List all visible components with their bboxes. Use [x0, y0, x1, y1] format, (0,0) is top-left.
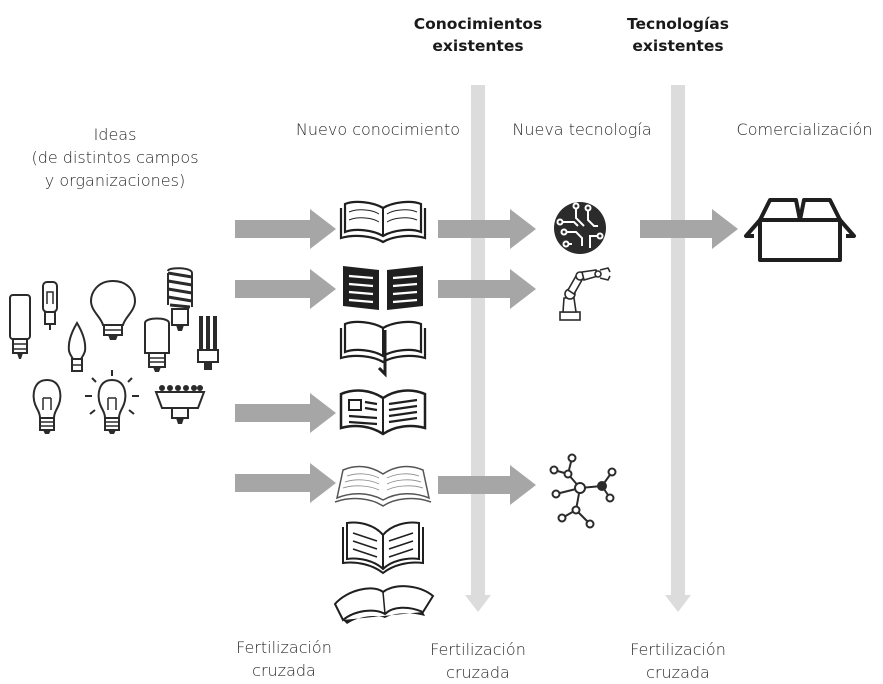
cross-fertilization-right-label: Fertilización cruzada — [630, 640, 726, 682]
molecule-network-icon — [549, 453, 617, 529]
light-bulb-icon — [85, 370, 139, 435]
light-bulb-icon — [197, 316, 219, 370]
light-bulb-icon — [90, 280, 136, 341]
existing-technology-column-arrow — [665, 85, 691, 612]
existing-technology-header: Tecnologías existentes — [627, 15, 729, 55]
open-book-icon — [339, 200, 427, 244]
open-book-icon — [342, 521, 424, 575]
light-bulb-icon — [32, 379, 62, 435]
open-book-icon — [339, 320, 427, 378]
existing-knowledge-column-arrow — [465, 85, 491, 612]
open-book-icon — [334, 465, 432, 507]
flow-arrows — [235, 209, 738, 505]
light-bulb-icon — [154, 385, 206, 424]
open-box-icon — [744, 198, 856, 262]
light-bulb-icon — [67, 321, 87, 372]
light-bulb-icon — [9, 294, 31, 359]
cross-fertilization-middle-label: Fertilización cruzada — [430, 640, 526, 682]
ideas-label: Ideas (de distintos campos y organizacio… — [31, 125, 199, 190]
cross-fertilization-left-label: Fertilización cruzada — [236, 638, 332, 680]
light-bulb-icon — [167, 267, 193, 331]
open-book-icon — [333, 585, 435, 624]
new-technology-label: Nueva tecnología — [512, 120, 652, 139]
robot-arm-icon — [559, 267, 611, 321]
open-book-icon — [339, 389, 427, 436]
light-bulb-icon — [144, 317, 170, 372]
light-bulb-icons — [9, 267, 219, 435]
existing-knowledge-header: Conocimientos existentes — [413, 15, 543, 55]
circuit-chip-icon — [554, 202, 606, 254]
open-book-icon — [343, 266, 423, 310]
new-knowledge-label: Nuevo conocimiento — [295, 120, 461, 139]
light-bulb-icon — [42, 281, 58, 330]
commercialization-label: Comercialización — [736, 120, 873, 139]
open-book-icons — [333, 200, 435, 624]
